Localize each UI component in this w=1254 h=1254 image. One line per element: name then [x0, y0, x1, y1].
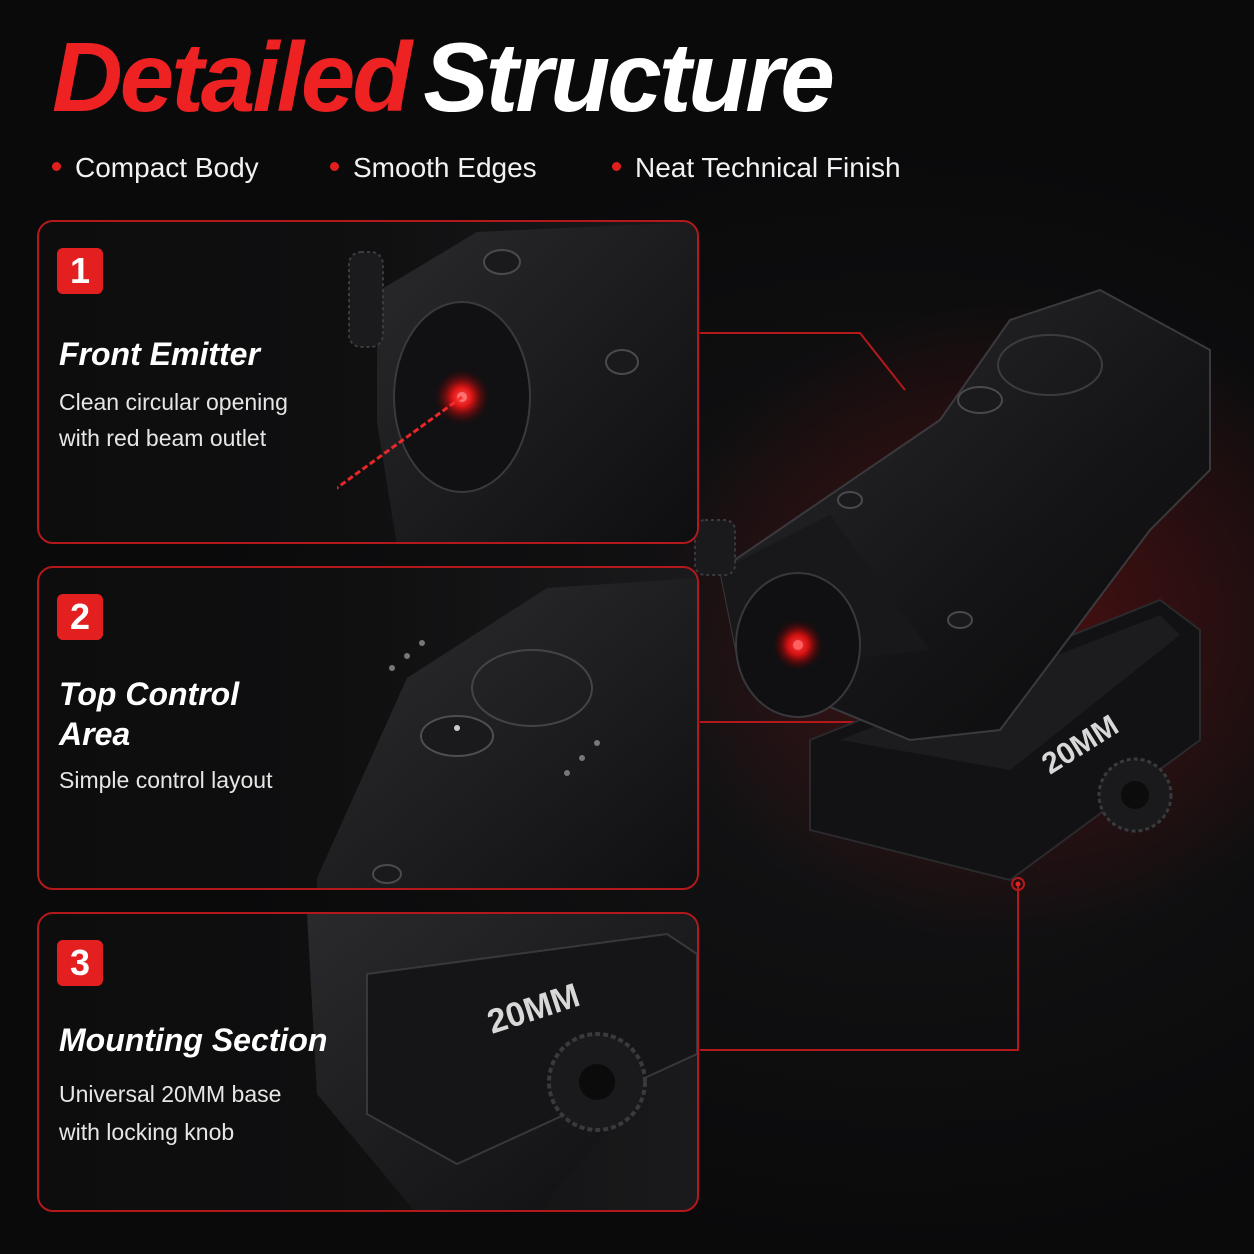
title-highlight: Detailed — [52, 22, 412, 132]
laser-sight-illustration: 20MM — [694, 288, 1211, 882]
card-description: with red beam outlet — [59, 425, 267, 451]
feature-card-front-emitter: 1 Front Emitter Clean circular opening w… — [37, 220, 699, 544]
top-control-closeup — [317, 578, 697, 888]
step-badge: 2 — [57, 594, 103, 640]
feature-label: Smooth Edges — [353, 152, 537, 183]
card-title: Front Emitter — [59, 336, 260, 372]
callout-marker-dot — [1015, 881, 1021, 887]
bullet-dot-icon — [612, 161, 621, 171]
bullet-dot-icon — [330, 161, 339, 171]
feature-label: Neat Technical Finish — [635, 152, 901, 183]
callout-marker — [1011, 877, 1025, 891]
callout-line-top — [700, 332, 906, 391]
mounting-section-closeup: 20MM — [307, 914, 697, 1210]
card-description: Clean circular opening — [59, 389, 288, 415]
title-main: Structure — [423, 22, 835, 132]
card-description: with locking knob — [59, 1119, 235, 1145]
feature-item: Compact Body — [52, 152, 259, 184]
feature-list: Compact Body Smooth Edges Neat Technical… — [52, 152, 952, 192]
step-badge: 1 — [57, 248, 103, 294]
card-title: Top Control — [59, 676, 240, 712]
feature-item: Smooth Edges — [330, 152, 537, 184]
feature-label: Compact Body — [75, 152, 259, 183]
bullet-dot-icon — [52, 161, 61, 171]
card-description: Simple control layout — [59, 767, 273, 793]
feature-card-top-control: 2 Top Control Area Simple control layout — [37, 566, 699, 890]
feature-card-mounting: 20MM 3 Mounting Section Universal 20MM b… — [37, 912, 699, 1212]
feature-item: Neat Technical Finish — [612, 152, 901, 184]
front-emitter-closeup — [337, 222, 697, 542]
card-description: Universal 20MM base — [59, 1081, 282, 1107]
callout-line-bottom — [700, 884, 1019, 1051]
step-badge: 3 — [57, 940, 103, 986]
card-title: Area — [59, 716, 131, 752]
card-title: Mounting Section — [59, 1022, 328, 1058]
